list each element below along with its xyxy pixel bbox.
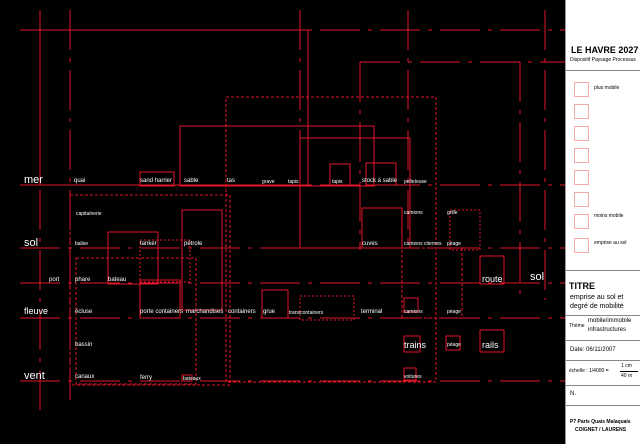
school-name: P7 Paris Quais Malaquais (570, 419, 631, 425)
diagram-lines (20, 10, 565, 410)
scale-label: échelle : 1/4000 = (569, 368, 609, 374)
label-rails: rails (482, 340, 499, 350)
label-camions-citernes: camions citernes (404, 241, 442, 247)
titre-label: TITRE (569, 281, 595, 291)
theme-label: Thème (569, 323, 585, 329)
legend-plus-mobile: plus mobile (594, 85, 620, 91)
label-camions-1: camions (404, 210, 423, 216)
theme-line-2: infrastructures (588, 327, 627, 333)
label-marchandises: marchandises (186, 309, 224, 315)
label-ferry: ferry (140, 375, 152, 381)
label-quai: quai (74, 178, 86, 184)
label-phare: phare (75, 277, 91, 283)
label-grille: grille (447, 210, 458, 216)
titre-line-2: degré de mobilité (570, 303, 624, 310)
legend-swatch-4 (574, 148, 589, 163)
label-sol-right: sol (530, 271, 545, 283)
legend-swatch-6 (574, 192, 589, 207)
label-peage-2: péage (447, 309, 461, 315)
date-value: Date: 06/11/2007 (570, 347, 616, 353)
authors-section: P7 Paris Quais Malaquais COIGNET / LAURE… (566, 405, 640, 444)
label-port: port (49, 277, 60, 283)
theme-line-1: mobile/immobile (588, 318, 632, 324)
legend-swatch-1 (574, 82, 589, 97)
legend-emprise-au-sol: emprise au sol (594, 240, 627, 246)
scale-fraction-bar (620, 371, 638, 372)
legend-swatch-7 (574, 214, 589, 229)
label-grave: grave (262, 179, 275, 185)
label-terminal: terminal (361, 309, 383, 315)
theme-section: Thème mobile/immobile infrastructures (566, 315, 640, 341)
label-capitainerie: capitainerie (76, 211, 102, 217)
title-section: LE HAVRE 2027 Dispositif Paysage Process… (566, 0, 640, 71)
label-ecluse: écluse (75, 309, 93, 315)
author-names: COIGNET / LAURENS (575, 427, 627, 433)
label-tas: tas (227, 178, 236, 184)
label-bassin: bassin (75, 342, 93, 348)
title-block: LE HAVRE 2027 Dispositif Paysage Process… (565, 0, 640, 444)
label-voitures: voitures (404, 374, 422, 380)
project-title: LE HAVRE 2027 (571, 45, 639, 55)
label-sol: sol (24, 237, 39, 249)
project-subtitle: Dispositif Paysage Processus (570, 57, 636, 63)
titre-line-1: emprise au sol et (570, 294, 624, 301)
label-fleuve: fleuve (24, 306, 49, 316)
label-petrole: pétrole (184, 241, 203, 247)
label-porte-containers: porte containers (140, 309, 184, 315)
legend-swatch-3 (574, 126, 589, 141)
label-vent: vent (24, 370, 45, 382)
titre-section: TITRE emprise au sol et degré de mobilit… (566, 270, 640, 316)
label-route: route (482, 274, 503, 284)
label-mer: mer (24, 174, 43, 186)
north-section: N. (566, 385, 640, 406)
legend-swatch-8 (574, 238, 589, 253)
label-sand-harrier: sand harrier (140, 178, 173, 184)
label-tapis: tapis (288, 179, 299, 185)
scale-denominator: 40 m (621, 373, 633, 379)
label-tanker: tanker (140, 241, 157, 247)
label-trains: trains (404, 340, 427, 350)
north-label: N. (570, 391, 576, 397)
label-grue: grue (263, 309, 276, 315)
label-camions-2: camions (404, 309, 423, 315)
label-containers: containers (228, 309, 256, 315)
scale-numerator: 1 cm (621, 363, 632, 369)
date-section: Date: 06/11/2007 (566, 340, 640, 361)
label-canaux: canaux (75, 374, 95, 380)
legend-moins-mobile: moins mobile (594, 213, 624, 219)
label-peage-3: péage (447, 342, 461, 348)
label-pelleteuse: pelleteuse (404, 179, 427, 185)
label-bateaux: bateaux (183, 376, 201, 382)
label-balise: balise (75, 241, 89, 247)
legend-section: plus mobile moins mobile emprise au sol (566, 70, 640, 271)
scale-section: échelle : 1/4000 = 1 cm 40 m (566, 360, 640, 386)
label-bateau: bateau (108, 277, 127, 283)
label-transcontainers: transcontainers (289, 310, 324, 316)
site-diagram: mer quai sand harrier sable tas grave ta… (20, 10, 565, 410)
label-cuves: cuves (362, 241, 378, 247)
label-tapis-2: tapis (332, 179, 343, 185)
label-peage-1: péage (447, 241, 461, 247)
label-stock-a-sable: stock à sable (362, 178, 398, 184)
legend-swatch-5 (574, 170, 589, 185)
label-sable: sable (184, 178, 199, 184)
legend-swatch-2 (574, 104, 589, 119)
